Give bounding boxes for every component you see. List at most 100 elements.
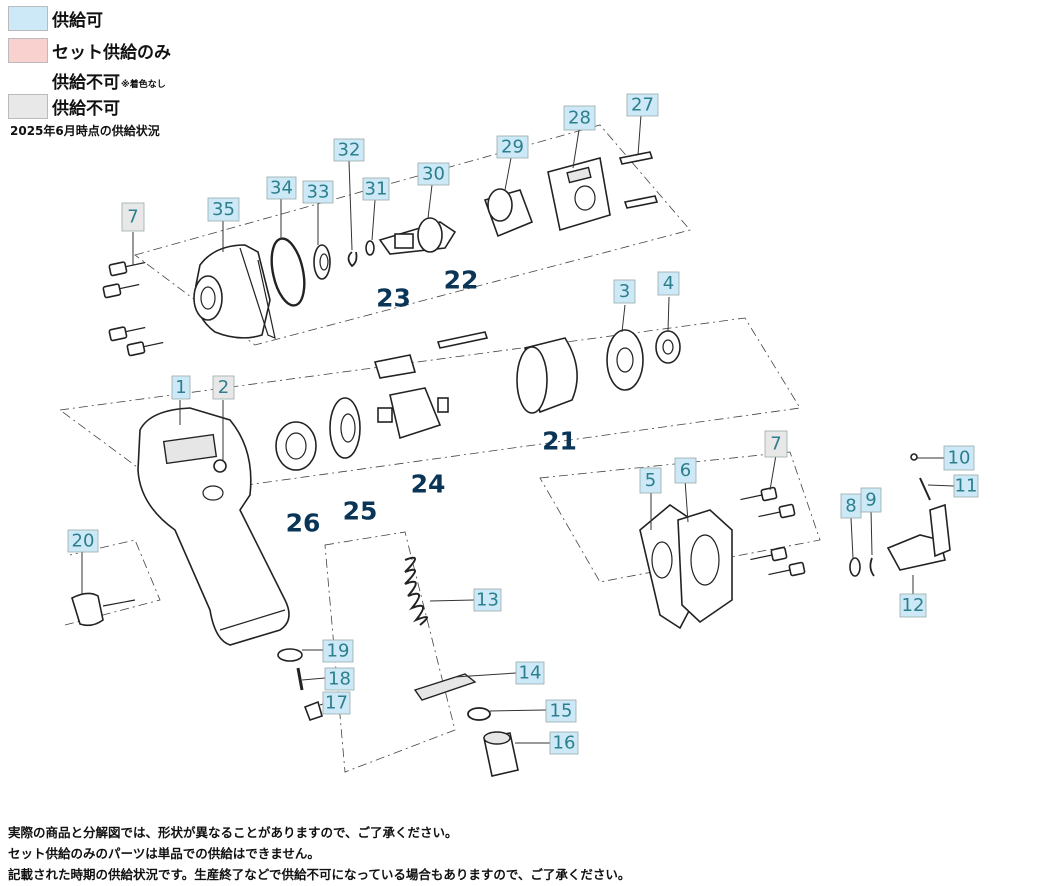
part-number: 3 (619, 281, 630, 302)
part-label-box (473, 588, 502, 612)
part-label-7: 7 (764, 430, 788, 458)
legend-note: ※着色なし (121, 79, 166, 90)
part-label-box (515, 661, 545, 685)
part-number: 23 (376, 284, 411, 313)
part-label-box (266, 176, 297, 200)
part-number: 17 (325, 693, 348, 714)
part-label-box (212, 375, 235, 400)
part-label-box (549, 731, 579, 755)
part-number: 28 (568, 108, 591, 129)
legend-item-unavailable: 供給不可 (8, 93, 120, 119)
part-label-box (322, 691, 351, 715)
part-label-13: 13 (473, 588, 502, 612)
part-label-29: 29 (496, 135, 529, 159)
part-number: 33 (307, 182, 330, 203)
part-front-plate (606, 329, 644, 391)
part-number: 13 (476, 590, 499, 611)
part-label-box (674, 457, 697, 484)
part-number: 18 (328, 669, 351, 690)
legend-item-unavailable-uncolored: 供給不可 ※着色なし (8, 67, 166, 93)
part-label-box (362, 177, 390, 201)
part-number: 11 (955, 476, 978, 497)
part-rear-cover (193, 244, 276, 340)
part-number: 8 (845, 496, 856, 517)
dash-outline-hanger (64, 539, 161, 626)
part-label-box (121, 202, 145, 232)
part-number: 4 (663, 273, 674, 294)
part-label-box (563, 105, 596, 131)
part-label-10: 10 (943, 445, 975, 471)
part-label-2: 2 (212, 375, 235, 400)
part-label-33: 33 (302, 180, 334, 204)
part-label-box (496, 135, 529, 159)
part-number: 25 (343, 497, 378, 526)
part-rotor-blade (373, 354, 417, 379)
note-1: 実際の商品と分解図では、形状が異なることがありますので、ご了承ください。 (8, 825, 458, 840)
part-number: 19 (327, 641, 350, 662)
part-number: 21 (542, 427, 577, 456)
part-cylinder (516, 337, 578, 414)
part-label-8: 8 (840, 493, 862, 519)
part-valve-bushing (483, 188, 534, 238)
part-number: 16 (553, 733, 576, 754)
part-label-box (333, 138, 365, 162)
legend-item-available: 供給可 (8, 5, 103, 31)
part-label-17: 17 (322, 691, 351, 715)
part-label-12: 12 (899, 593, 927, 618)
part-number: 34 (270, 178, 293, 199)
legend-item-set-only: セット供給のみ (8, 37, 171, 63)
legend-swatch (8, 37, 48, 63)
part-label-3: 3 (613, 279, 636, 304)
part-washer-8 (849, 557, 861, 577)
part-label-box (639, 467, 662, 494)
part-number: 29 (501, 137, 524, 158)
footnotes: 実際の商品と分解図では、形状が異なることがありますので、ご了承ください。 セット… (8, 822, 630, 885)
part-detent-pin (919, 477, 931, 501)
part-label-34: 34 (266, 176, 297, 200)
screw-group-front (740, 486, 806, 577)
part-number: 7 (127, 207, 138, 228)
supply-status-date: 2025年6月時点の供給状況 (10, 124, 160, 138)
part-label-21: 21 (542, 427, 577, 456)
part-label-box (860, 487, 882, 513)
part-pin-22 (436, 331, 489, 349)
part-label-box (899, 593, 927, 618)
part-label-28: 28 (563, 105, 596, 131)
part-label-14: 14 (515, 661, 545, 685)
part-number: 24 (411, 470, 446, 499)
part-number: 10 (948, 448, 971, 469)
screw-group-rear (102, 261, 164, 357)
legend-label: 供給可 (52, 10, 103, 31)
part-valve-plate (547, 157, 611, 232)
part-label-5: 5 (639, 467, 662, 494)
part-ball (910, 453, 918, 461)
part-number: 26 (286, 509, 321, 538)
legend-label: 供給不可 (52, 98, 120, 119)
part-label-19: 19 (322, 639, 354, 663)
part-label-box (764, 430, 788, 458)
legend-label: 供給不可 (52, 72, 120, 93)
part-label-box (67, 529, 99, 553)
part-label-20: 20 (67, 529, 99, 553)
part-number: 32 (338, 140, 361, 161)
part-air-inlet (483, 731, 519, 777)
part-retaining-ring (869, 557, 875, 577)
part-label-box (322, 639, 354, 663)
part-o-ring-15 (467, 707, 491, 721)
part-number: 30 (422, 164, 445, 185)
legend-label: セット供給のみ (52, 42, 171, 63)
part-label-31: 31 (362, 177, 390, 201)
part-label-7: 7 (121, 202, 145, 232)
part-number: 7 (770, 434, 781, 455)
part-number: 9 (865, 490, 876, 511)
part-label-4: 4 (657, 271, 680, 296)
part-number: 15 (550, 701, 573, 722)
part-number: 1 (175, 377, 186, 398)
part-label-box (657, 271, 680, 296)
part-number: 20 (72, 531, 95, 552)
part-label-30: 30 (417, 162, 450, 186)
part-number: 2 (218, 377, 229, 398)
part-label-box (171, 375, 191, 400)
part-trigger-set (277, 648, 323, 722)
part-label-box (324, 667, 355, 691)
